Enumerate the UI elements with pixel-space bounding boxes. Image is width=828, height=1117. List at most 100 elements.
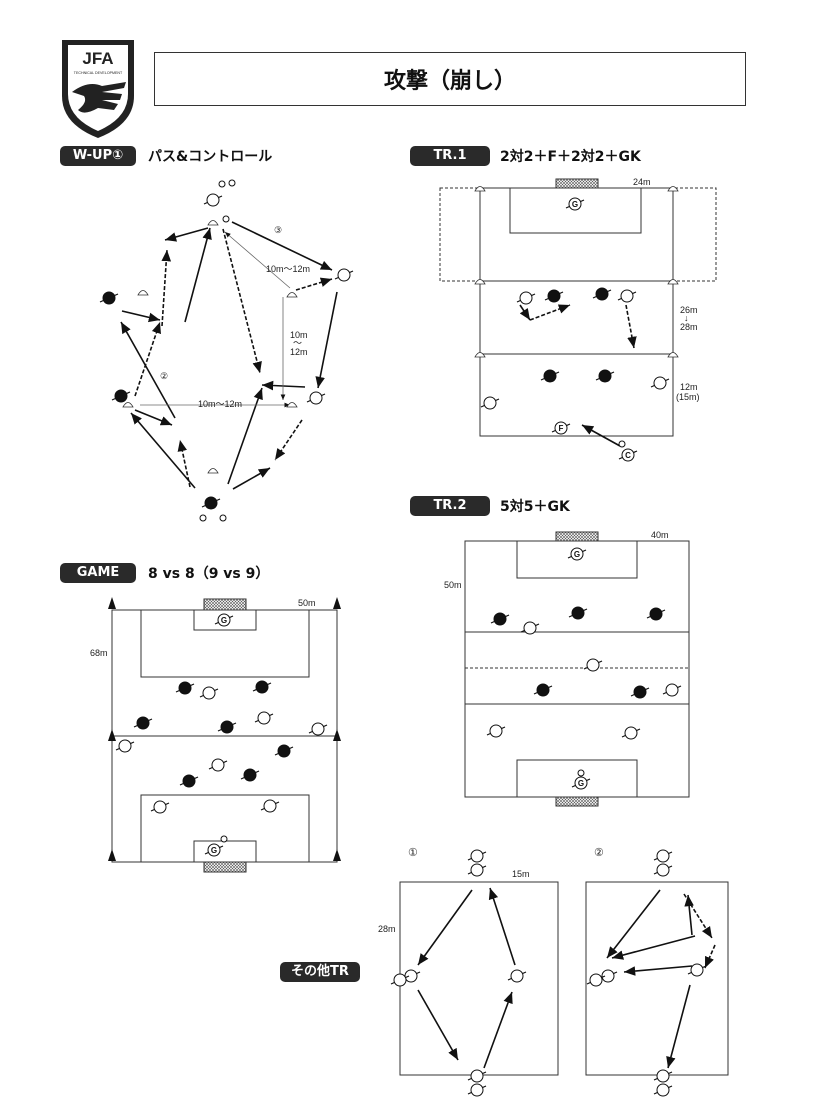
other-length: 28m bbox=[378, 924, 396, 934]
tr1-len3: 28m bbox=[680, 322, 698, 332]
player-icon bbox=[277, 744, 291, 758]
wup-dist-v1: 10m bbox=[290, 330, 308, 340]
pass-arrow bbox=[417, 989, 459, 1061]
player-icon bbox=[589, 973, 603, 987]
cone-icon bbox=[474, 352, 486, 358]
attacker-player bbox=[598, 969, 618, 983]
attacker-player: G bbox=[204, 843, 224, 857]
attacker-player: G bbox=[567, 547, 587, 561]
pass-arrow bbox=[519, 304, 531, 321]
player-icon bbox=[263, 799, 277, 813]
pass-arrow bbox=[623, 965, 693, 976]
tr1-width: 24m bbox=[633, 177, 651, 187]
corner-marker-icon bbox=[333, 849, 341, 861]
goal bbox=[555, 178, 599, 189]
player-icon bbox=[656, 1083, 670, 1097]
game-length: 68m bbox=[90, 648, 108, 658]
tr2-label: 5対5＋GK bbox=[500, 499, 570, 515]
attacker-player bbox=[208, 758, 228, 772]
game-tag: GAME bbox=[60, 563, 136, 583]
corner-marker-icon bbox=[108, 849, 116, 861]
dribble-arrow bbox=[529, 304, 571, 321]
ball-icon bbox=[220, 835, 228, 843]
game-width: 50m bbox=[298, 598, 316, 608]
player-icon bbox=[547, 289, 561, 303]
attacker-player bbox=[480, 396, 500, 410]
attacker-player bbox=[467, 1083, 487, 1097]
attacker-player bbox=[306, 391, 326, 405]
tr1-len1: 26m bbox=[680, 305, 698, 315]
cone-icon bbox=[207, 468, 219, 474]
page-title: 攻撃（崩し） bbox=[154, 52, 746, 106]
wup-label: パス&コントロール bbox=[148, 149, 273, 165]
pass-arrow bbox=[606, 889, 661, 959]
defender-player bbox=[99, 291, 119, 305]
svg-text:TECHNICAL DEVELOPMENT: TECHNICAL DEVELOPMENT bbox=[74, 71, 123, 75]
player-icon bbox=[633, 685, 647, 699]
attacker-player bbox=[467, 849, 487, 863]
tr1-tag: TR.1 bbox=[410, 146, 490, 166]
player-icon bbox=[217, 613, 231, 627]
defender-player bbox=[595, 369, 615, 383]
attacker-player bbox=[115, 739, 135, 753]
player-icon bbox=[656, 849, 670, 863]
player-icon bbox=[656, 863, 670, 877]
other-num-1: ① bbox=[408, 847, 418, 859]
player-icon bbox=[595, 287, 609, 301]
player-icon bbox=[665, 683, 679, 697]
goal bbox=[203, 598, 247, 611]
player-icon bbox=[243, 768, 257, 782]
attacker-player bbox=[583, 658, 603, 672]
other-tag: その他TR bbox=[280, 962, 360, 982]
cone-icon bbox=[207, 220, 219, 226]
player-icon bbox=[309, 391, 323, 405]
player-icon bbox=[568, 197, 582, 211]
player-icon bbox=[153, 800, 167, 814]
tr2-length: 50m bbox=[444, 580, 462, 590]
dribble-arrow bbox=[134, 321, 161, 397]
attacker-player bbox=[199, 686, 219, 700]
cone-icon bbox=[286, 292, 298, 298]
cone-icon bbox=[474, 279, 486, 285]
pass-arrow bbox=[261, 380, 306, 391]
player-icon bbox=[649, 607, 663, 621]
attacker-player bbox=[334, 268, 354, 282]
pass-arrow bbox=[417, 889, 473, 966]
defender-player bbox=[568, 606, 588, 620]
attacker-player bbox=[650, 376, 670, 390]
dribble-arrow bbox=[274, 419, 303, 461]
player-icon bbox=[255, 680, 269, 694]
defender-player bbox=[217, 720, 237, 734]
corner-marker-icon bbox=[108, 597, 116, 609]
attacker-player bbox=[653, 1069, 673, 1083]
player-role-label: F bbox=[559, 424, 564, 433]
pass-arrow bbox=[130, 412, 196, 489]
goal bbox=[555, 796, 599, 807]
other-width: 15m bbox=[512, 869, 530, 879]
tr1-len2: ↓ bbox=[684, 313, 689, 323]
defender-player bbox=[240, 768, 260, 782]
player-icon bbox=[470, 849, 484, 863]
defender-player bbox=[490, 612, 510, 626]
player-role-label: G bbox=[574, 550, 580, 559]
player-icon bbox=[586, 658, 600, 672]
attacker-player bbox=[516, 291, 536, 305]
player-icon bbox=[114, 389, 128, 403]
pass-arrow bbox=[232, 467, 271, 490]
dribble-arrow bbox=[683, 893, 713, 939]
player-icon bbox=[570, 547, 584, 561]
player-icon bbox=[102, 291, 116, 305]
player-icon bbox=[536, 683, 550, 697]
ball-icon bbox=[218, 180, 226, 188]
tr1-label: 2対2＋F＋2対2＋GK bbox=[500, 149, 641, 165]
player-icon bbox=[257, 711, 271, 725]
player-icon bbox=[337, 268, 351, 282]
cone-icon bbox=[474, 186, 486, 192]
tr2-tag: TR.2 bbox=[410, 496, 490, 516]
player-icon bbox=[311, 722, 325, 736]
player-icon bbox=[220, 720, 234, 734]
defender-player bbox=[533, 683, 553, 697]
player-icon bbox=[690, 963, 704, 977]
defender-player bbox=[133, 716, 153, 730]
